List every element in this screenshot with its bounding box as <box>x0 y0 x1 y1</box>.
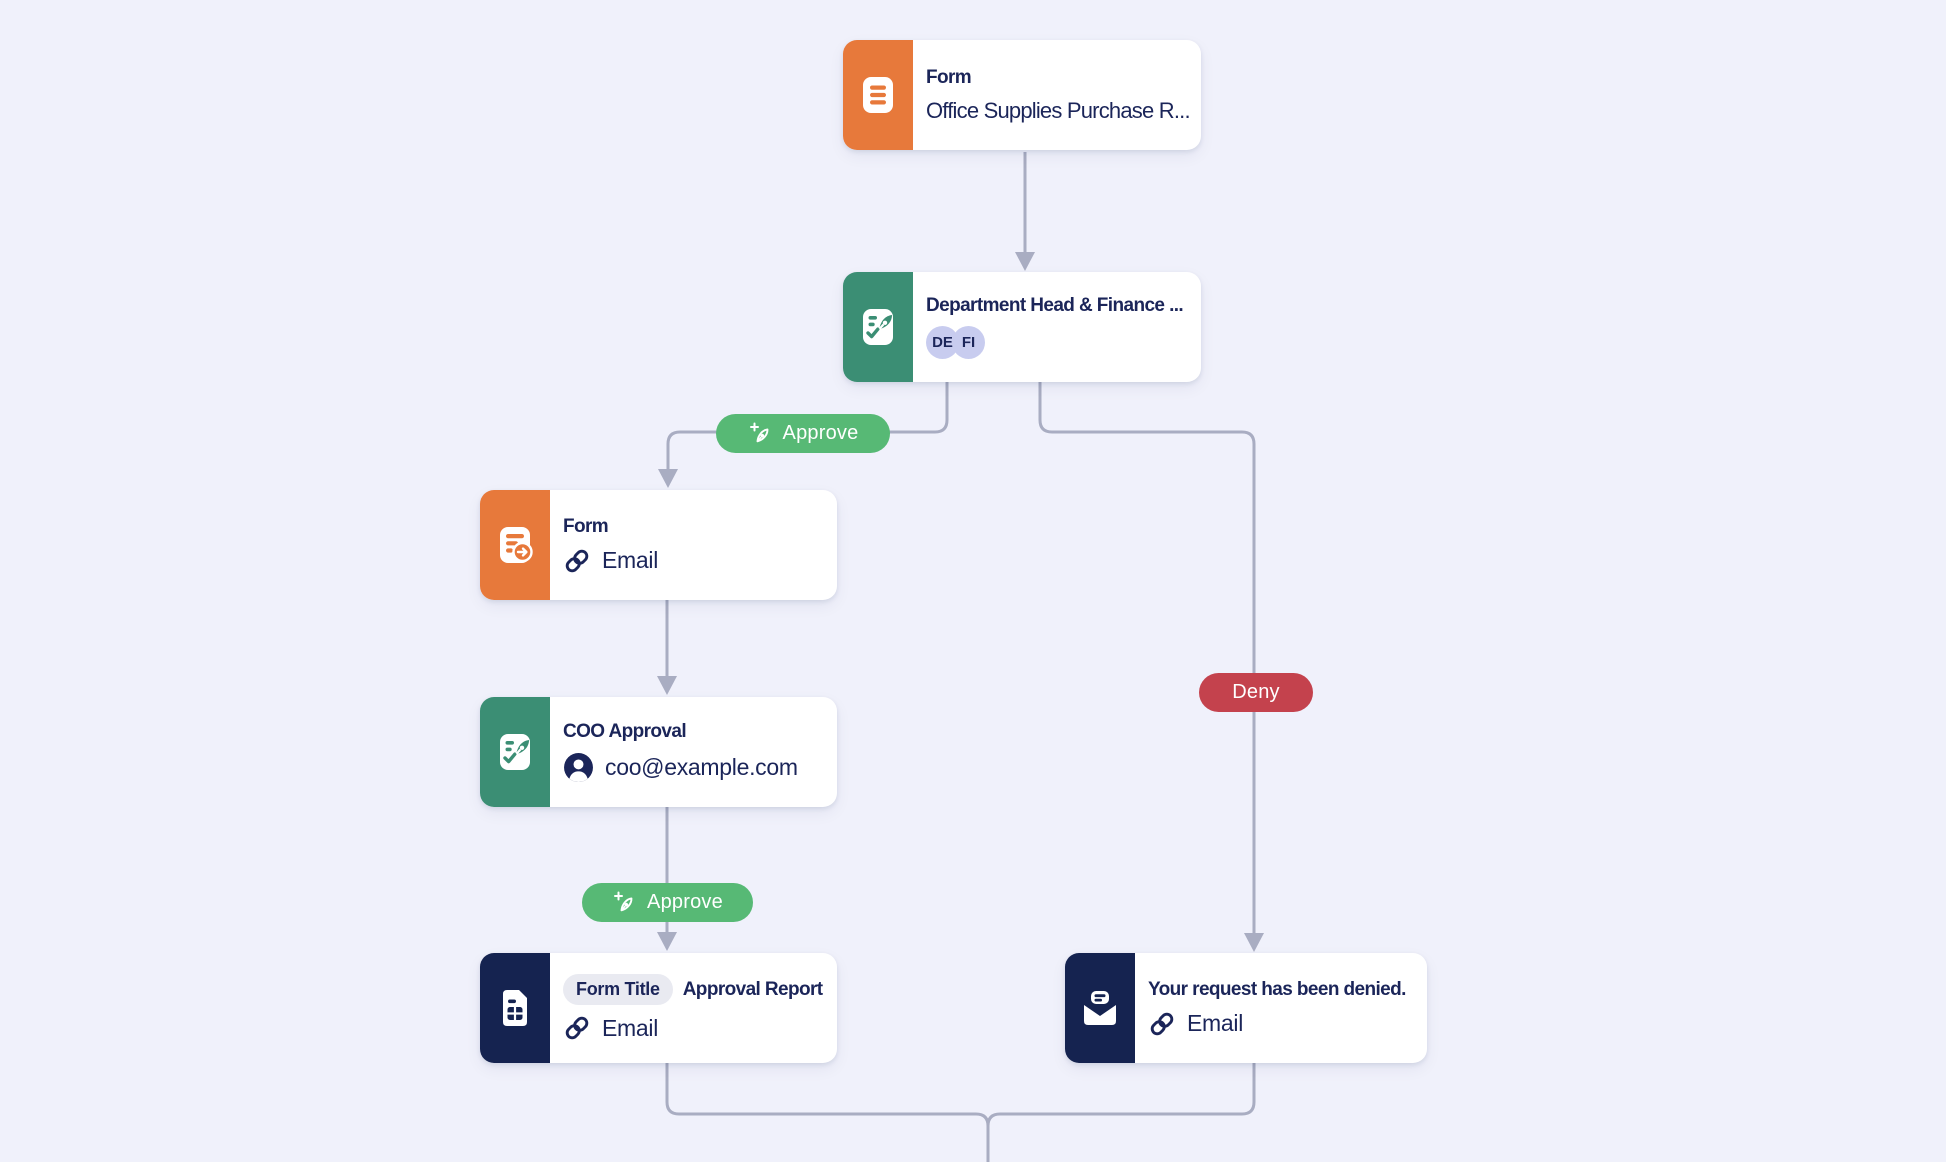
node-detail-text: Email <box>602 1014 659 1041</box>
deny-label-text: Deny <box>1232 681 1280 703</box>
deny-branch-label[interactable]: Deny <box>1199 673 1313 712</box>
node-title: Form <box>563 515 609 537</box>
link-icon <box>563 1014 591 1042</box>
node-title: Approval Report <box>682 978 823 1000</box>
node-title: COO Approval <box>563 721 687 742</box>
assignee-badges: DE FI <box>926 326 1197 359</box>
form-send-icon <box>480 490 550 600</box>
node-dept-finance-approval[interactable]: Department Head & Finance ... DE FI <box>843 272 1201 382</box>
assignee-badge: DE <box>926 326 959 359</box>
form-title-chip: Form Title <box>563 974 673 1005</box>
node-subtitle: Office Supplies Purchase R... <box>926 97 1191 123</box>
node-approval-report[interactable]: Form Title Approval Report Email <box>480 953 837 1063</box>
node-form-trigger[interactable]: Form Office Supplies Purchase R... <box>843 40 1201 150</box>
assignee-badge: FI <box>952 326 985 359</box>
node-detail-text: Email <box>602 547 659 573</box>
approve-label-text: Approve <box>782 422 859 444</box>
link-icon <box>1148 1010 1176 1038</box>
node-form-email[interactable]: Form Email <box>480 490 837 600</box>
node-title: Your request has been denied. <box>1148 978 1406 1000</box>
node-detail-text: Email <box>1187 1010 1244 1036</box>
node-denied-email[interactable]: Your request has been denied. Email <box>1065 953 1427 1063</box>
approve-branch-label-2[interactable]: Approve <box>582 883 753 922</box>
node-detail-text: coo@example.com <box>605 754 798 780</box>
pen-plus-icon <box>612 890 637 915</box>
node-title: Department Head & Finance ... <box>926 295 1184 316</box>
approve-label-text: Approve <box>647 891 723 913</box>
node-coo-approval[interactable]: COO Approval coo@example.com <box>480 697 837 807</box>
form-lines-icon <box>843 40 913 150</box>
pen-plus-icon <box>748 421 773 446</box>
approval-pen-icon <box>843 272 913 382</box>
person-icon <box>563 752 594 783</box>
report-file-icon <box>480 953 550 1063</box>
link-icon <box>563 547 591 575</box>
approval-pen-icon <box>480 697 550 807</box>
mail-open-icon <box>1065 953 1135 1063</box>
node-title: Form <box>926 66 972 88</box>
approve-branch-label[interactable]: Approve <box>716 414 890 453</box>
